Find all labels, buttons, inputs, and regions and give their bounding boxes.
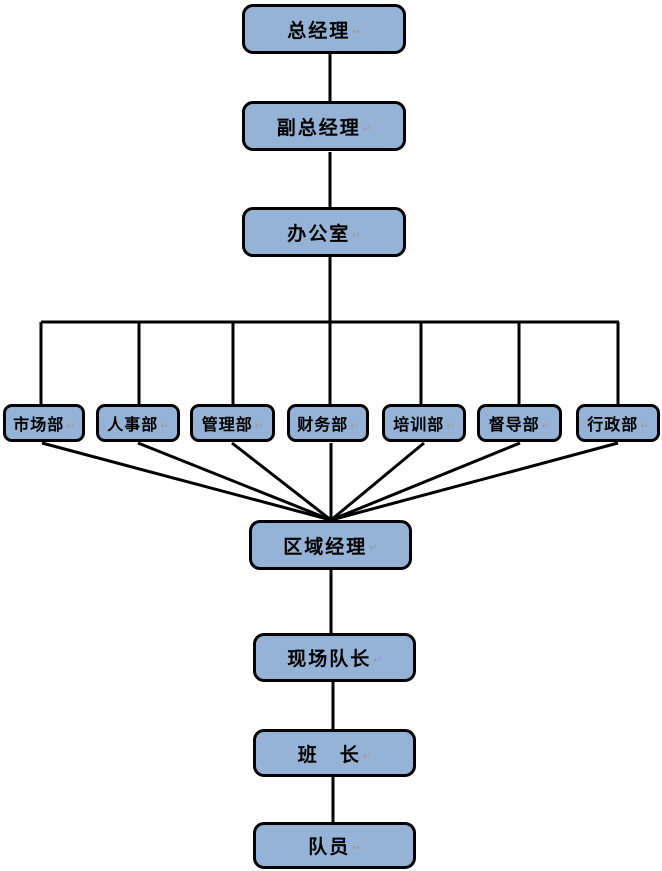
paragraph-mark-icon: ↵ <box>352 843 361 854</box>
node-label: 办公室 <box>287 222 351 245</box>
node-site-captain: 现场队长↵ <box>253 633 416 682</box>
connector-training-to-regional <box>330 441 425 522</box>
node-label: 督导部 <box>488 415 540 434</box>
paragraph-mark-icon: ↵ <box>362 750 372 762</box>
node-label: 行政部 <box>587 415 639 434</box>
node-dept-marketing: 市场部↵ <box>3 404 85 442</box>
paragraph-mark-icon: ↵ <box>446 420 455 432</box>
node-dept-finance: 财务部↵ <box>287 404 369 442</box>
connector-hr-to-regional <box>137 441 332 522</box>
node-general-manager: 总经理↵ <box>242 4 406 54</box>
paragraph-mark-icon: ↵ <box>352 229 361 241</box>
paragraph-mark-icon: ↵ <box>373 655 382 666</box>
node-office: 办公室↵ <box>242 207 406 257</box>
node-dept-management: 管理部↵ <box>190 404 275 442</box>
node-label: 管理部 <box>201 415 253 434</box>
node-squad-leader: 班 长↵ <box>253 729 416 777</box>
paragraph-mark-icon: ↵ <box>369 542 378 554</box>
node-label: 总经理 <box>287 19 351 42</box>
connector-administration-to-regional <box>330 441 619 522</box>
node-label: 班 长 <box>297 743 361 766</box>
paragraph-mark-icon: ↵ <box>66 420 75 432</box>
paragraph-mark-icon: ↵ <box>254 420 264 432</box>
node-label: 现场队长 <box>287 648 372 670</box>
node-regional-manager: 区域经理↵ <box>249 520 412 570</box>
paragraph-mark-icon: ↵ <box>362 123 372 135</box>
node-dept-administration: 行政部↵ <box>576 404 660 442</box>
node-dept-supervision: 督导部↵ <box>477 404 562 442</box>
paragraph-mark-icon: ↵ <box>160 420 169 432</box>
paragraph-mark-icon: ↵ <box>541 420 551 432</box>
connector-management-to-regional <box>231 441 332 522</box>
paragraph-mark-icon: ↵ <box>350 420 359 432</box>
connector-marketing-to-regional <box>41 441 332 522</box>
paragraph-mark-icon: ↵ <box>352 26 361 38</box>
node-label: 副总经理 <box>276 116 361 139</box>
node-label: 区域经理 <box>283 535 368 558</box>
node-label: 财务部 <box>297 415 349 434</box>
node-label: 培训部 <box>393 415 445 434</box>
node-label: 队员 <box>308 836 351 858</box>
connector-supervision-to-regional <box>330 441 521 522</box>
node-team-member: 队员↵ <box>253 822 416 869</box>
node-label: 市场部 <box>13 415 65 434</box>
node-label: 人事部 <box>107 415 159 434</box>
node-dept-hr: 人事部↵ <box>96 404 180 442</box>
node-deputy-general-manager: 副总经理↵ <box>242 101 406 151</box>
paragraph-mark-icon: ↵ <box>640 420 649 432</box>
node-dept-training: 培训部↵ <box>382 404 466 442</box>
